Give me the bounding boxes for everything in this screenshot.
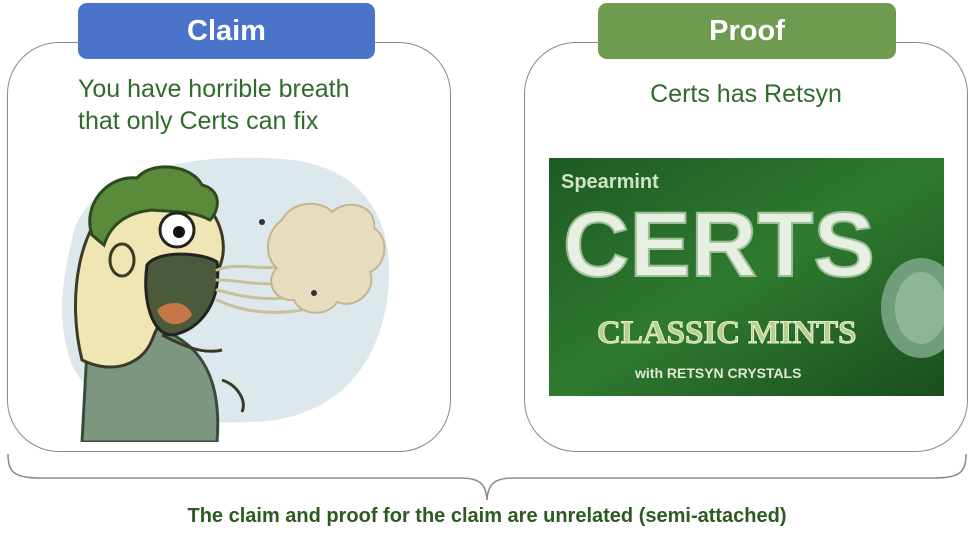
proof-text: Certs has Retsyn <box>650 80 842 108</box>
claim-text-line-2: that only Certs can fix <box>78 107 319 135</box>
certs-flavor-text: Spearmint <box>561 171 659 193</box>
certs-brand-text: CERTS <box>563 194 875 296</box>
certs-product-photo: Spearmint CERTS CLASSIC MINTS with RETSY… <box>549 158 944 396</box>
certs-product-text: CLASSIC MINTS <box>597 315 857 351</box>
proof-header: Proof <box>598 3 896 59</box>
claim-text: You have horrible breath that only Certs… <box>78 73 408 137</box>
conclusion-text: The claim and proof for the claim are un… <box>187 505 787 527</box>
claim-header: Claim <box>78 3 375 59</box>
certs-subtitle-text: with RETSYN CRYSTALS <box>634 365 801 381</box>
claim-header-label: Claim <box>187 14 266 47</box>
grouping-brace <box>7 453 967 501</box>
claim-text-line-1: You have horrible breath <box>78 75 350 103</box>
bad-breath-illustration <box>62 157 390 442</box>
proof-header-label: Proof <box>709 14 785 47</box>
